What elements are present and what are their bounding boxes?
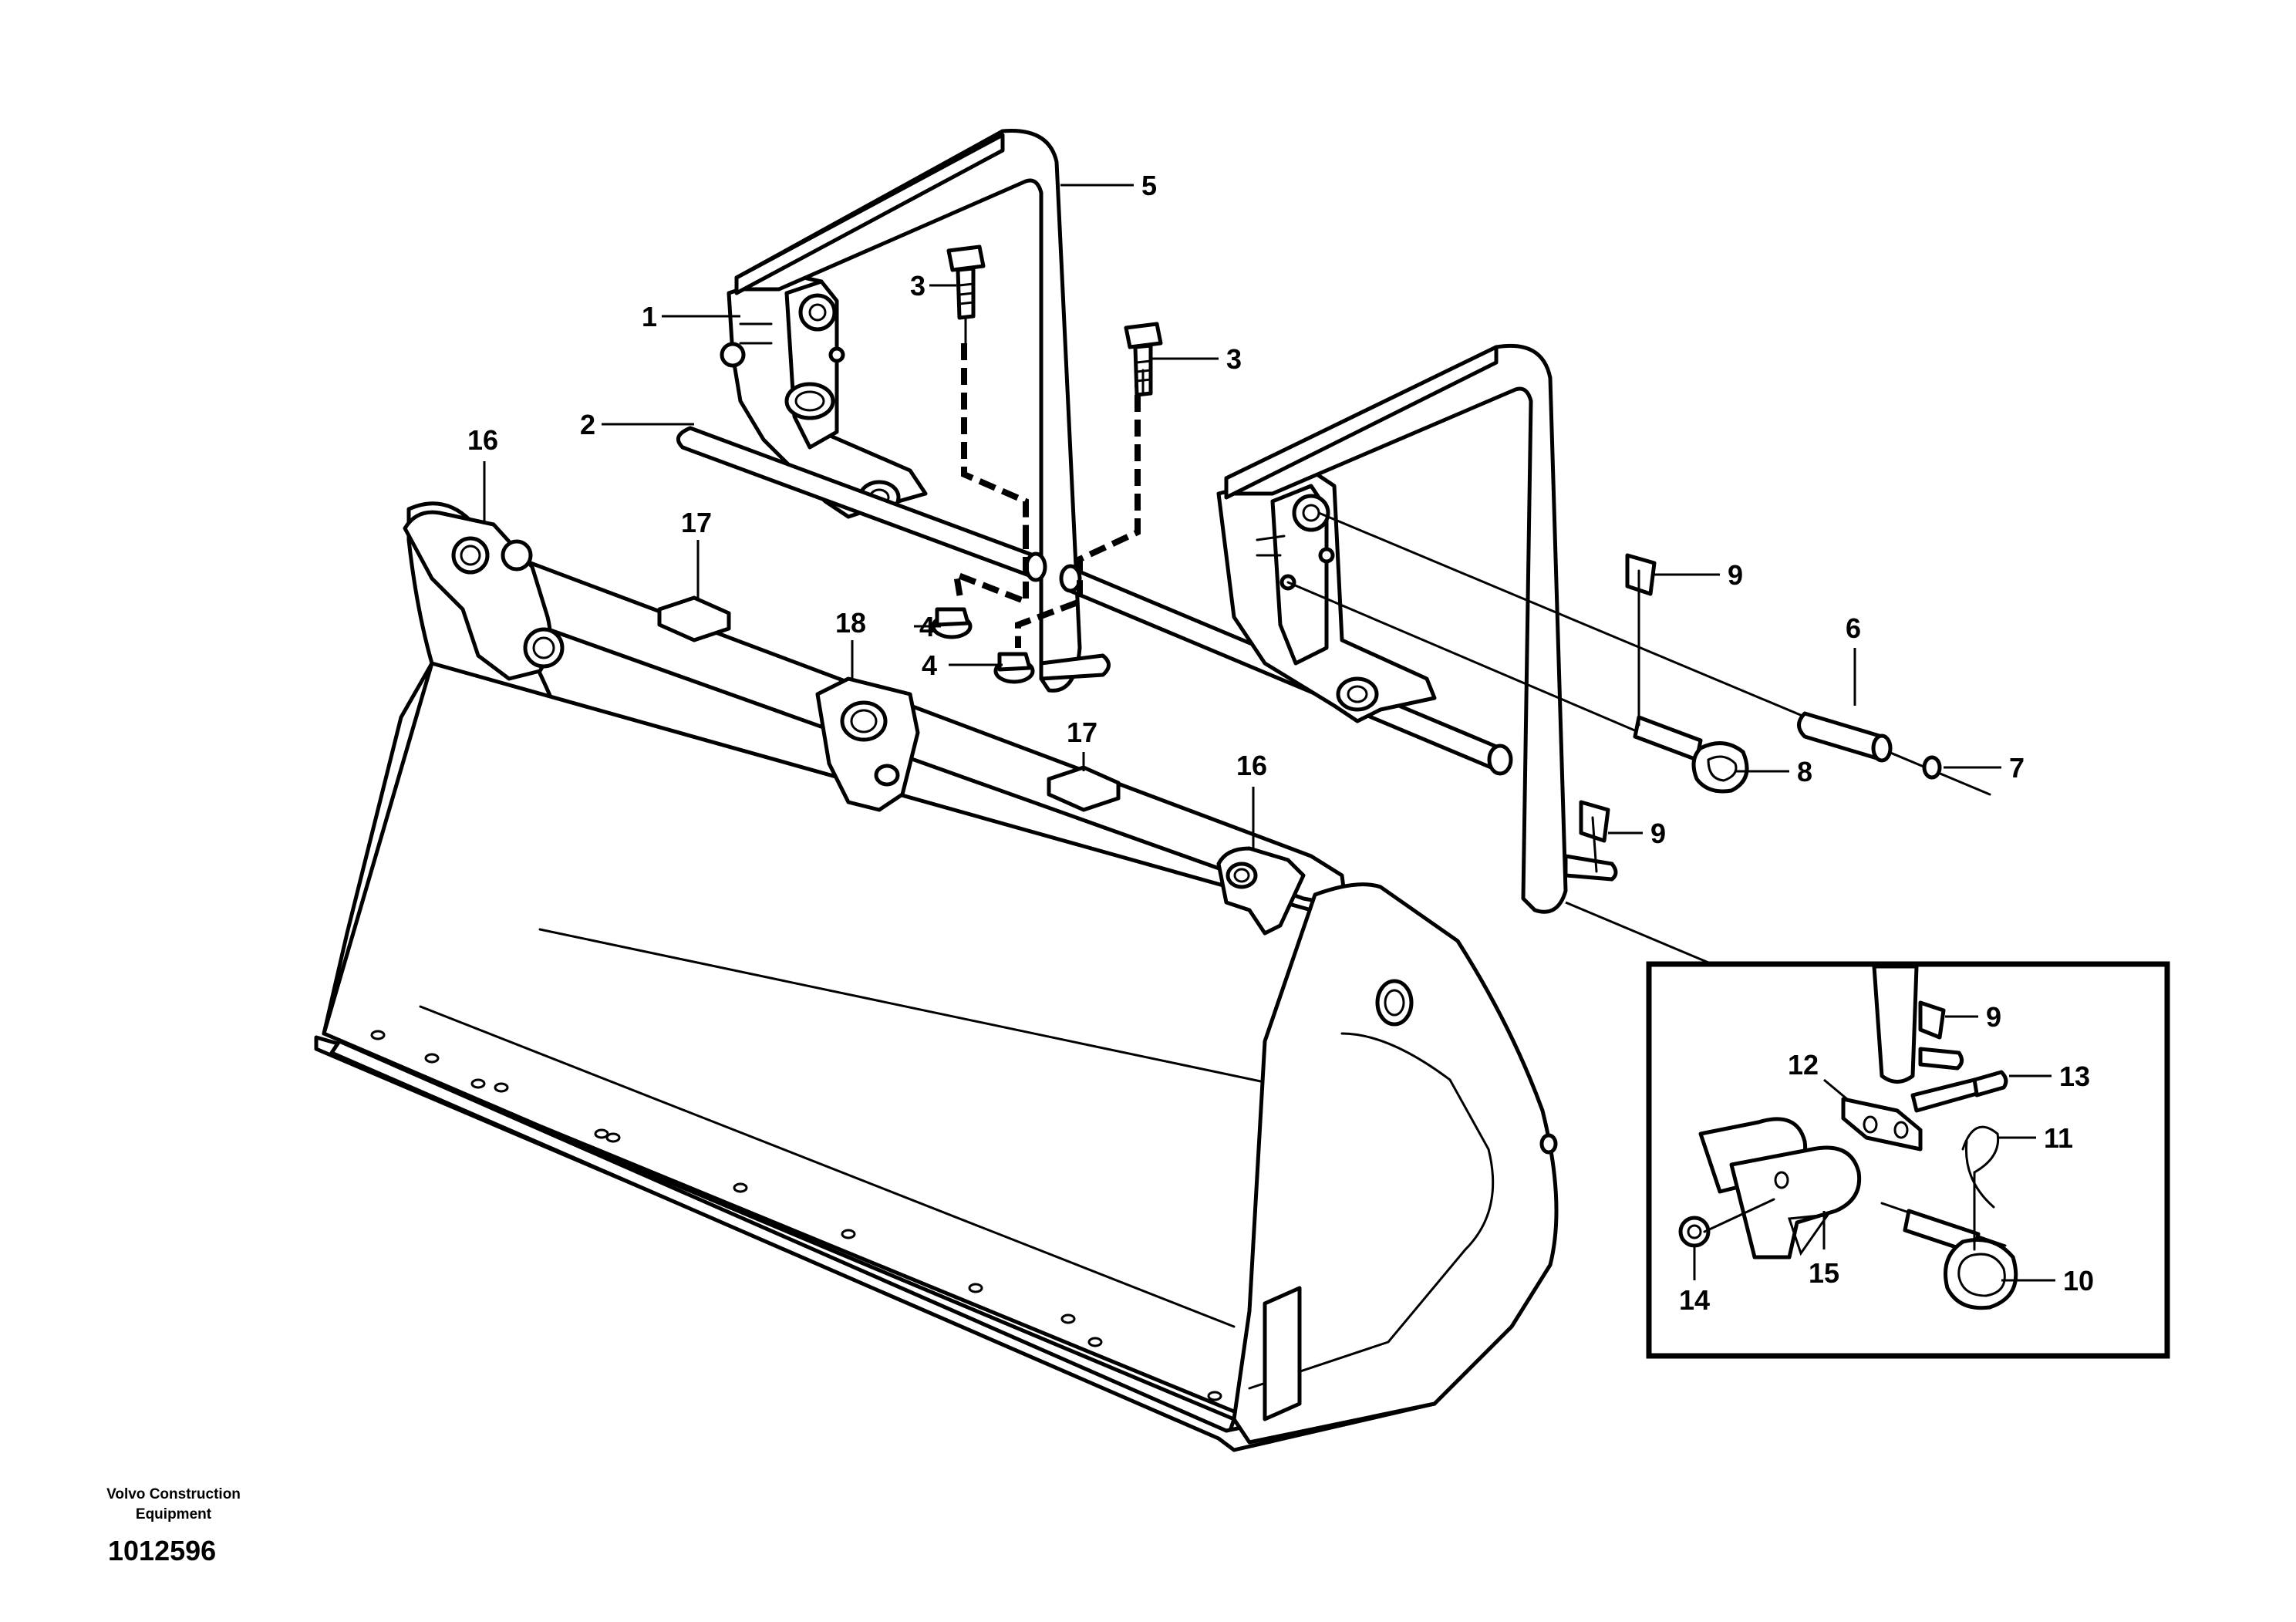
nut-4-upper <box>931 607 973 639</box>
detail-view <box>1646 961 2170 1359</box>
callout-3-left: 3 <box>910 270 925 302</box>
axis-line-lower <box>1286 581 1660 742</box>
dash-line-right <box>1015 370 1141 648</box>
drawing-number: 1012596 <box>108 1535 217 1566</box>
callout-4-lower: 4 <box>922 649 937 681</box>
lynch-pin-lower <box>1579 800 1610 873</box>
callout-leaders <box>483 184 2055 1282</box>
manufacturer-label: Volvo Construction Equipment <box>46 1485 301 1525</box>
callout-7: 7 <box>2009 752 2025 784</box>
dash-line-left <box>952 343 1029 606</box>
right-attachment-bracket <box>1216 846 1306 936</box>
callout-9-lower: 9 <box>1650 818 1666 849</box>
callout-14: 14 <box>1679 1284 1710 1316</box>
pin-with-handle <box>1633 715 1749 794</box>
callout-17-right: 17 <box>1067 717 1097 748</box>
callout-12: 12 <box>1788 1049 1819 1081</box>
left-guard-frame <box>720 129 1111 693</box>
callout-16-left: 16 <box>467 424 498 456</box>
callout-17-left: 17 <box>681 507 712 538</box>
wear-pad-left <box>657 595 731 642</box>
bolt-3-left <box>946 244 986 345</box>
callout-5: 5 <box>1141 170 1157 201</box>
callout-15: 15 <box>1809 1257 1839 1289</box>
callout-13: 13 <box>2059 1061 2090 1092</box>
callout-6: 6 <box>1846 612 1861 644</box>
edge-bolt-holes <box>370 1030 1222 1401</box>
callout-9-detail: 9 <box>1986 1001 2001 1033</box>
manufacturer-line-2: Equipment <box>135 1506 212 1523</box>
spacer-sleeve <box>1797 711 1893 763</box>
nut-4-lower <box>993 652 1035 684</box>
callout-4-upper: 4 <box>919 611 935 642</box>
washer <box>1922 755 1942 780</box>
callout-3-right: 3 <box>1226 343 1242 375</box>
manufacturer-line-1: Volvo Construction <box>106 1486 241 1502</box>
center-bracket <box>815 676 920 812</box>
right-guard-frame <box>1216 343 1618 914</box>
callout-18: 18 <box>835 607 866 639</box>
callout-10: 10 <box>2063 1265 2094 1297</box>
detail-leader <box>1565 901 1713 966</box>
callout-2: 2 <box>580 409 595 440</box>
callout-1: 1 <box>642 301 657 332</box>
callout-8: 8 <box>1797 756 1812 787</box>
callout-9-upper: 9 <box>1728 559 1743 591</box>
callout-16-right: 16 <box>1236 750 1267 781</box>
left-attachment-bracket <box>403 510 565 681</box>
callout-11: 11 <box>2044 1122 2073 1154</box>
bolt-3-right <box>1124 322 1163 397</box>
lynch-pin-upper <box>1625 553 1657 727</box>
